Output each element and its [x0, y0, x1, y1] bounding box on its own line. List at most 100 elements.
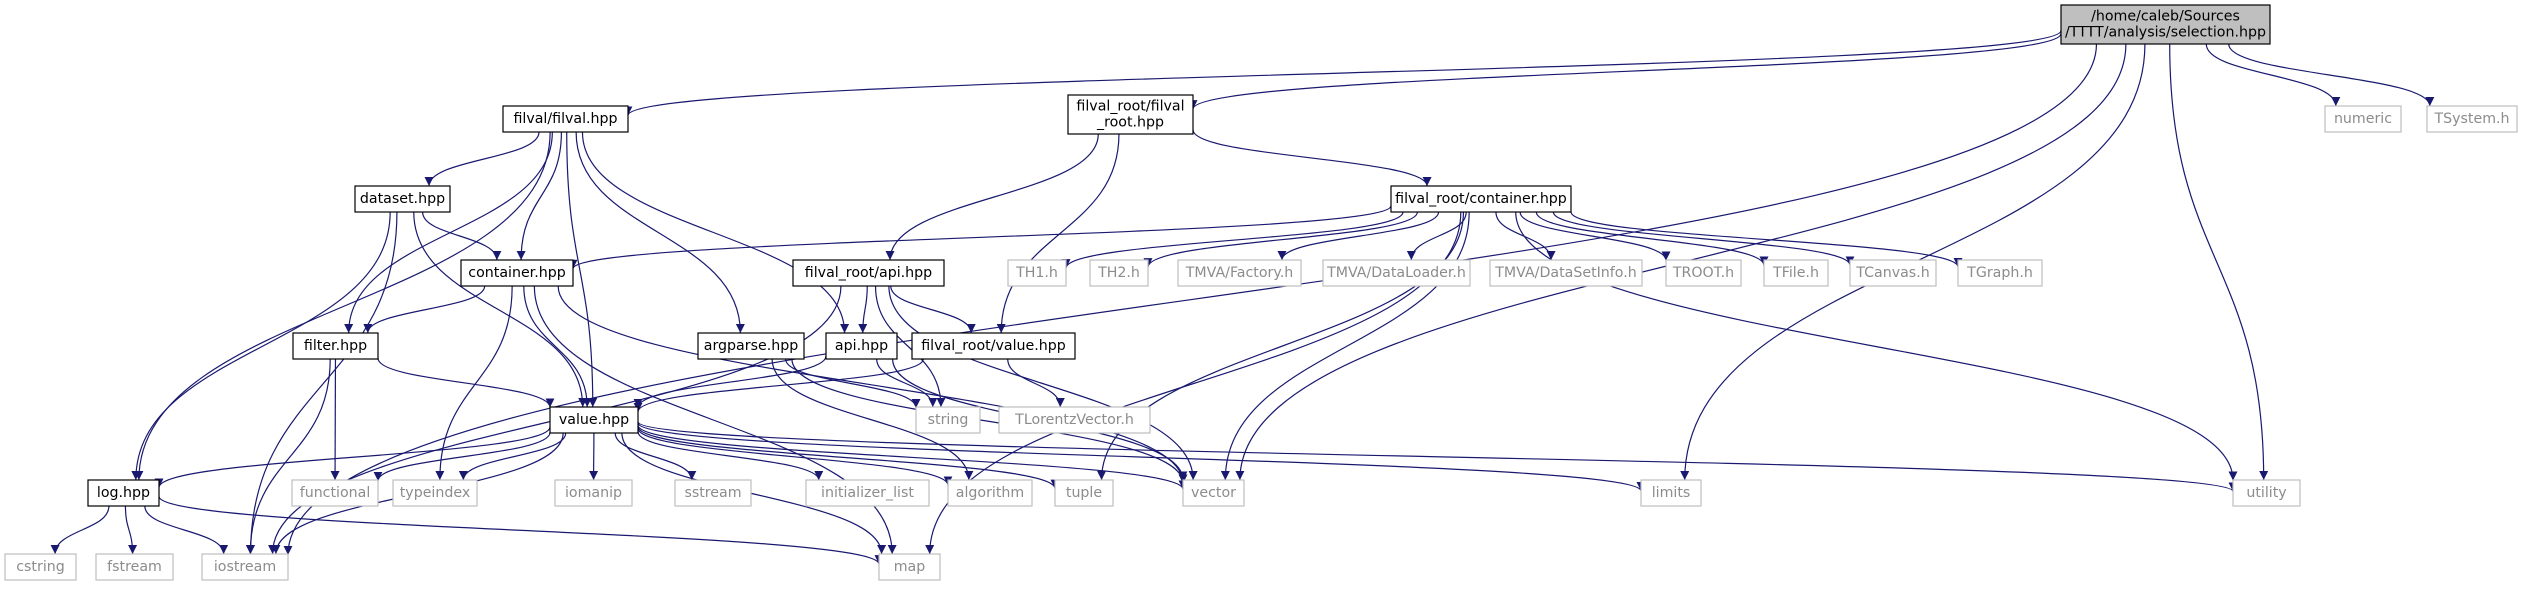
node-box [549, 406, 639, 434]
node-api[interactable]: api.hpp [825, 332, 898, 360]
edge-filval-to-log [134, 131, 551, 481]
node-froot-value[interactable]: filval_root/value.hpp [911, 332, 1076, 360]
node-label: iostream [214, 559, 276, 575]
node-functional: functional [291, 479, 379, 507]
node-iostream: iostream [201, 553, 289, 581]
node-tmva-factory: TMVA/Factory.h [1177, 259, 1302, 287]
node-vector: vector [1182, 479, 1245, 507]
node-label: filval_root/value.hpp [921, 338, 1066, 354]
node-box [1007, 259, 1067, 287]
edge-filval-to-argparse [575, 131, 745, 334]
edge-value-to-sstream [614, 432, 697, 481]
node-argparse[interactable]: argparse.hpp [697, 332, 805, 360]
node-tmva-datasetinfo: TMVA/DataSetInfo.h [1489, 259, 1643, 287]
node-algorithm: algorithm [947, 479, 1033, 507]
node-box [2060, 4, 2271, 45]
edge-value-to-initializer-list [637, 431, 824, 481]
node-label: TH1.h [1015, 265, 1058, 281]
node-label: log.hpp [97, 485, 150, 501]
node-label: argparse.hpp [704, 338, 798, 354]
node-dataset[interactable]: dataset.hpp [354, 185, 451, 213]
edge-filter-to-value [377, 357, 555, 408]
node-typeindex: typeindex [392, 479, 478, 507]
edge-froot-api-to-froot-value [890, 285, 976, 334]
node-tcanvas: TCanvas.h [1849, 259, 1937, 287]
edge-froot-container-to-tmva-dataloader [1406, 211, 1467, 261]
node-troot: TROOT.h [1665, 259, 1742, 287]
edge-froot-value-to-tlorentz [1007, 358, 1065, 408]
edge-froot-container-to-tcanvas [1552, 211, 1855, 266]
edge-froot-container-to-tuple [1097, 211, 1465, 481]
edge-argparse-to-algorithm [771, 358, 974, 481]
node-label: filval/filval.hpp [513, 111, 617, 127]
edge-value-to-log [154, 426, 551, 488]
edge-froot-container-to-tmva-factory [1277, 211, 1440, 261]
node-filter[interactable]: filter.hpp [292, 332, 379, 360]
node-box [1640, 479, 1702, 507]
node-map: map [878, 553, 941, 581]
edge-filter-to-iostream [245, 358, 331, 555]
node-box [915, 406, 981, 434]
node-box [1763, 259, 1829, 287]
node-box [292, 332, 379, 360]
node-value[interactable]: value.hpp [549, 406, 639, 434]
node-cstring: cstring [4, 553, 77, 581]
node-box [1054, 479, 1114, 507]
node-th2: TH2.h [1089, 259, 1149, 287]
node-label: container.hpp [468, 265, 565, 281]
node-initializer-list: initializer_list [805, 479, 930, 507]
node-sstream: sstream [674, 479, 752, 507]
node-filval-root[interactable]: filval_root/filval_root.hpp [1067, 94, 1194, 135]
edge-selection-to-filval [623, 30, 2062, 116]
edge-value-to-vector [637, 424, 1188, 490]
edge-container-to-value [523, 285, 592, 408]
node-box [998, 406, 1151, 434]
edge-dataset-to-iostream [246, 211, 398, 555]
edge-froot-container-to-troot [1519, 211, 1671, 261]
edge-filval-to-api [581, 131, 850, 334]
node-label: tuple [1066, 485, 1102, 501]
edge-dataset-to-container [422, 211, 502, 261]
node-box [1390, 185, 1572, 213]
node-filval[interactable]: filval/filval.hpp [502, 105, 629, 133]
node-box [354, 185, 451, 213]
node-label: utility [2246, 485, 2286, 501]
node-box [2324, 105, 2402, 133]
node-log[interactable]: log.hpp [87, 479, 160, 507]
edge-value-to-typeindex [458, 432, 567, 481]
edge-froot-container-to-th1 [1061, 211, 1404, 269]
node-froot-container[interactable]: filval_root/container.hpp [1390, 185, 1572, 213]
edge-api-to-string [876, 358, 938, 408]
node-froot-api[interactable]: filval_root/api.hpp [792, 259, 945, 287]
edge-argparse-to-vector [791, 358, 1188, 484]
node-tuple: tuple [1054, 479, 1114, 507]
node-fstream: fstream [95, 553, 174, 581]
node-label: TMVA/Factory.h [1185, 265, 1294, 281]
edge-log-to-fstream [124, 505, 138, 555]
node-selection[interactable]: /home/caleb/Sources/TTTT/analysis/select… [2060, 4, 2271, 45]
node-label: filval_root/filval [1076, 99, 1184, 115]
edge-value-to-map [621, 432, 887, 555]
node-box [1177, 259, 1302, 287]
node-container[interactable]: container.hpp [460, 259, 574, 287]
node-label: TSystem.h [2433, 111, 2509, 127]
node-box [825, 332, 898, 360]
node-box [460, 259, 574, 287]
node-label: sstream [684, 485, 741, 501]
node-box [2232, 479, 2301, 507]
node-box [1665, 259, 1742, 287]
node-numeric: numeric [2324, 105, 2402, 133]
node-box [878, 553, 941, 581]
node-label: TGraph.h [1966, 265, 2033, 281]
node-label: algorithm [956, 485, 1024, 501]
node-box [805, 479, 930, 507]
edge-container-to-typeindex [435, 285, 513, 481]
node-box [1322, 259, 1471, 287]
edge-log-to-map [158, 496, 884, 565]
edge-froot-value-to-value [633, 358, 924, 413]
node-box [502, 105, 629, 133]
node-label: iomanip [565, 485, 622, 501]
edge-log-to-cstring [50, 505, 110, 555]
node-tgraph: TGraph.h [1957, 259, 2043, 287]
node-label: filter.hpp [304, 338, 367, 354]
